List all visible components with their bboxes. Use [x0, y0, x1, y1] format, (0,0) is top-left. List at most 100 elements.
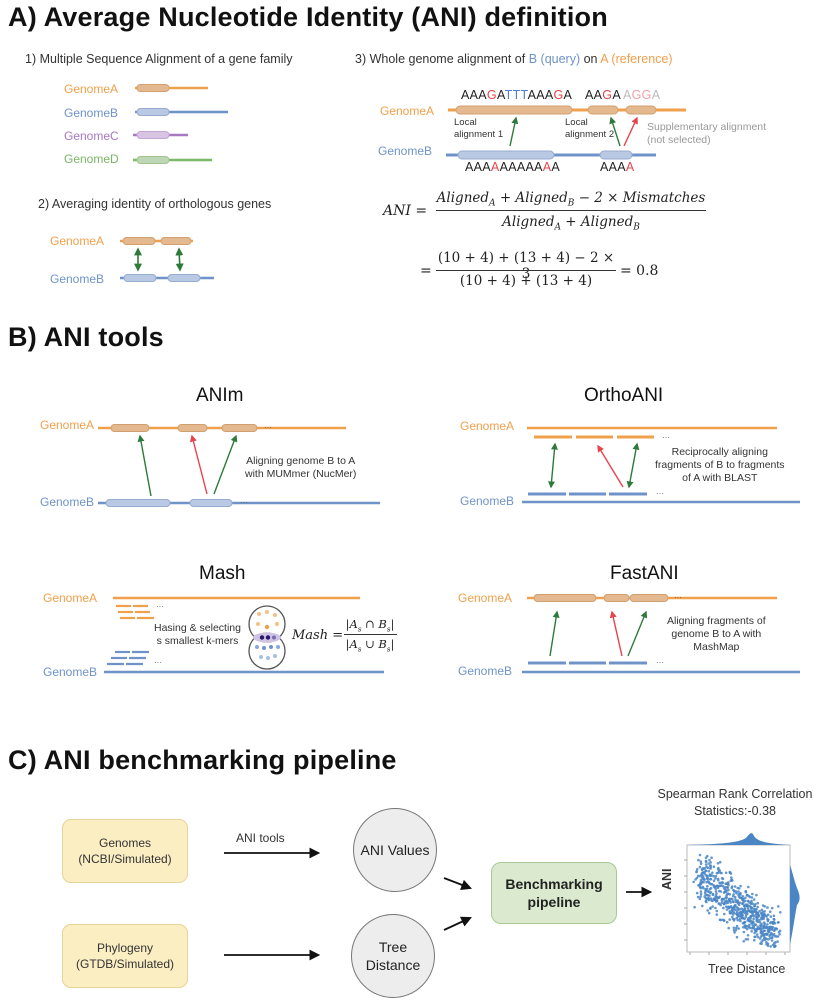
scatter-title-line2: Statistics:-0.38 [694, 803, 776, 818]
scatter-point [751, 924, 754, 927]
scatter-point [743, 899, 747, 903]
local1-line2: alignment 1 [454, 128, 504, 140]
scatter-point [754, 935, 757, 939]
scatter-point [714, 906, 717, 910]
scatter-point [750, 896, 754, 899]
svg-text:···: ··· [674, 593, 682, 602]
scatter-point [750, 930, 753, 933]
scatter-point [752, 917, 755, 921]
nucleotide-run: AAA [600, 160, 626, 174]
scatter-point [744, 890, 748, 894]
scatter-point [731, 900, 735, 903]
orthoani-note-line2: fragments of B to fragments [655, 459, 785, 472]
local2-line1: Local [565, 117, 588, 128]
scatter-point [712, 885, 716, 888]
scatter-point [756, 905, 759, 909]
anim-genome-b-label: GenomeB [40, 495, 95, 509]
scatter-point [769, 945, 772, 948]
top-marginal-kde [687, 833, 790, 845]
scatter-point [760, 931, 763, 934]
seq-a-local1: AAAGATTTAAAGA [461, 88, 572, 102]
msa-genome-c-label: GenomeC [64, 129, 119, 143]
scatter-point [728, 918, 731, 921]
scatter-point [712, 874, 715, 878]
nucleotide-run: AAA [527, 88, 554, 102]
scatter-point [739, 893, 742, 896]
scatter-point [744, 938, 748, 941]
step2-label: 2) Averaging identity of orthologous gen… [38, 197, 272, 211]
nucleotide-run: A [542, 160, 552, 174]
step3-label-mid: on [580, 52, 601, 66]
ani-formula-denominator: AlignedA + AlignedB [502, 214, 640, 233]
scatter-point [707, 881, 711, 884]
fastani-note-line3: MashMap [693, 641, 740, 654]
scatter-point [770, 931, 773, 935]
nucleotide-run: A [490, 160, 500, 174]
svg-text:···: ··· [656, 658, 664, 667]
scatter-point [718, 902, 721, 905]
scatter-point [705, 876, 709, 880]
scatter-point [735, 913, 739, 917]
scatter-point [725, 894, 728, 897]
fastani-note: Aligning fragments of genome B to A with… [667, 615, 766, 654]
scatter-point [718, 881, 721, 885]
scatter-point [725, 896, 728, 899]
msa-genome-d-label: GenomeD [64, 152, 119, 166]
scatter-point [707, 911, 711, 915]
scatter-point [776, 940, 779, 943]
scatter-point [760, 912, 764, 915]
scatter-point [774, 944, 777, 948]
ortho-genome-a-label: GenomeA [50, 234, 105, 248]
scatter-point [709, 897, 713, 900]
scatter-point [714, 890, 718, 893]
nucleotide-run: G [486, 88, 497, 102]
scatter-point [732, 926, 736, 930]
scatter-point [721, 877, 725, 881]
scatter-point [717, 884, 721, 888]
scatter-point [728, 906, 732, 909]
scatter-point [741, 916, 744, 920]
scatter-point [766, 927, 770, 931]
mash-genome-b-label: GenomeB [43, 665, 98, 679]
scatter-point [741, 910, 745, 913]
scatter-point [733, 885, 737, 888]
scatter-point [769, 915, 773, 918]
scatter-point [735, 935, 739, 939]
tree-to-pipeline-arrow [443, 916, 472, 931]
scatter-point [770, 906, 774, 910]
scatter-point [706, 884, 709, 888]
scatter-point [737, 903, 741, 907]
msa-genome-a-track [135, 84, 208, 92]
seq-a-supplementary: AGGA [623, 88, 660, 102]
scatter-point [695, 876, 699, 880]
fastani-note-line1: Aligning fragments of [667, 615, 766, 627]
scatter-point [705, 887, 709, 891]
scatter-point [765, 941, 768, 944]
scatter-point [733, 931, 736, 934]
scatter-point [758, 937, 762, 940]
nucleotide-run: A [623, 88, 632, 102]
scatter-point [766, 944, 770, 947]
scatter-point [768, 934, 771, 938]
scatter-point [742, 921, 746, 924]
ani-values-circle: ANI Values [353, 808, 437, 892]
step3-label-reference: A (reference) [600, 52, 673, 66]
scatter-point [700, 871, 704, 875]
scatter-point [738, 915, 741, 918]
scatter-point [706, 890, 710, 893]
scatter-point [702, 880, 705, 884]
scatter-point [723, 890, 727, 894]
scatter-point [700, 882, 703, 885]
mash-note: Hasing & selecting s smallest k-mers [154, 622, 241, 648]
svg-text:···: ··· [656, 489, 664, 498]
scatter-point [745, 910, 749, 913]
scatter-point [715, 899, 719, 903]
scatter-point [765, 937, 768, 940]
scatter-point [770, 920, 773, 924]
scatter-point [724, 871, 728, 875]
scatter-point [739, 884, 742, 888]
scatter-point [703, 867, 706, 870]
scatter-point [699, 862, 703, 865]
scatter-point [741, 908, 745, 911]
scatter-point [709, 907, 712, 910]
